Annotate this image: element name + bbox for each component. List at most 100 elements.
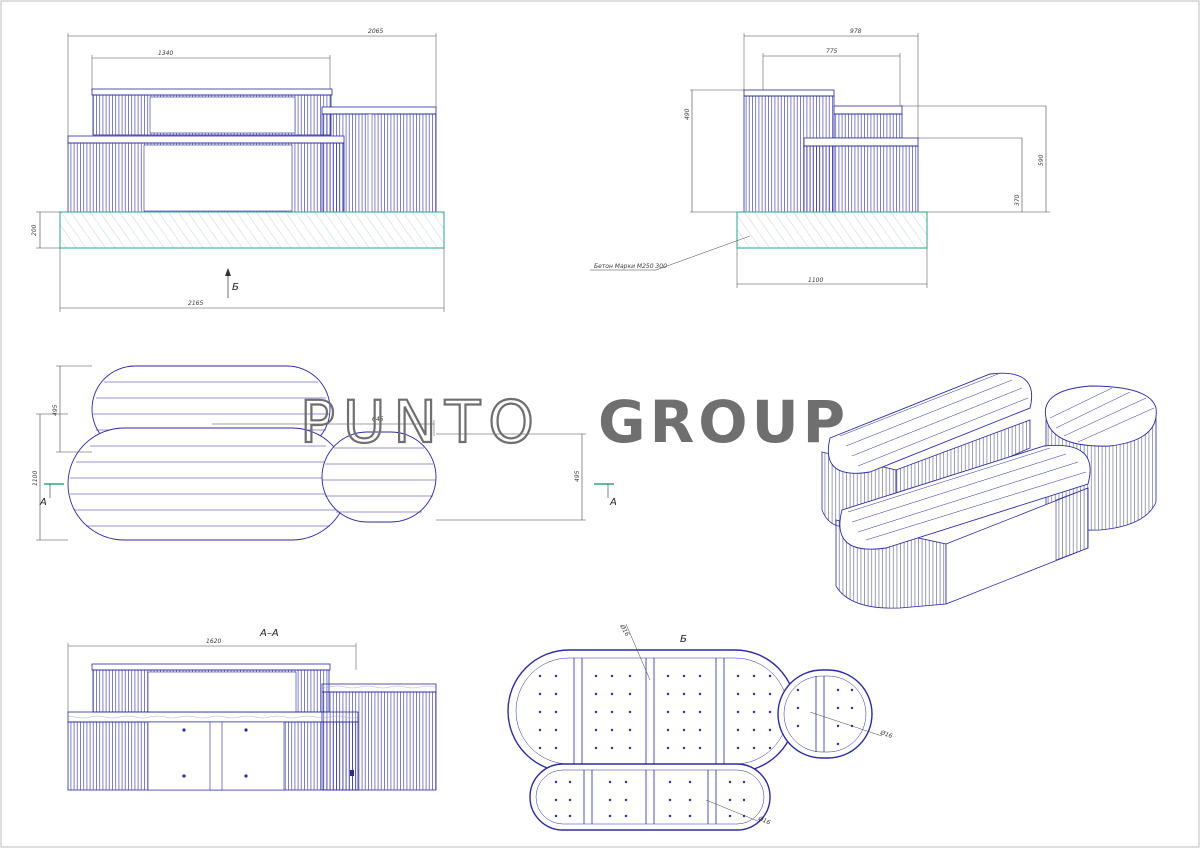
bolt-hole	[698, 710, 702, 714]
side-dim-total: 978	[850, 28, 862, 35]
bottom-leader-3: Ø16	[756, 815, 771, 827]
bolt-hole	[736, 728, 740, 732]
section-marker-left: A	[39, 497, 47, 508]
section-title: A–A	[259, 628, 279, 639]
bolt-hole	[554, 710, 558, 714]
bolt-hole	[610, 728, 614, 732]
bolt-hole	[742, 798, 746, 802]
side-dim-h-left: 490	[684, 108, 691, 120]
bolt-hole	[752, 710, 756, 714]
concrete-note: Бетон Марки М250 300	[594, 263, 667, 270]
bolt-hole	[610, 674, 614, 678]
side-dim-h-right: 590	[1038, 154, 1045, 166]
bolt-hole	[850, 706, 854, 710]
bolt-hole	[768, 728, 772, 732]
bolt-hole	[608, 780, 612, 784]
bolt-hole	[728, 780, 732, 784]
bolt-hole	[682, 692, 686, 696]
bolt-hole	[688, 814, 692, 818]
bolt-hole	[666, 710, 670, 714]
watermark-light: PUNTO	[300, 388, 542, 456]
bottom-view: Б Ø16	[507, 623, 893, 831]
bolt-hole	[836, 724, 840, 728]
bolt-hole	[682, 728, 686, 732]
bolt-hole	[568, 780, 572, 784]
bolt-hole	[554, 798, 558, 802]
bolt-hole	[628, 674, 632, 678]
bolt-hole	[850, 688, 854, 692]
watermark: PUNTO GROUP	[299, 387, 849, 457]
bolt-hole	[624, 780, 628, 784]
bolt-hole	[538, 728, 542, 732]
front-view: 2065 1340 200 2165 Б	[31, 28, 445, 312]
bolt-hole	[624, 798, 628, 802]
bolt-hole	[554, 728, 558, 732]
bolt-hole	[554, 814, 558, 818]
bolt-hole	[568, 798, 572, 802]
section-dim-top: 1620	[206, 638, 221, 645]
bolt-hole	[752, 692, 756, 696]
bolt-hole	[668, 780, 672, 784]
bolt-hole	[666, 692, 670, 696]
watermark-bold: GROUP	[598, 388, 849, 456]
bolt-hole	[688, 780, 692, 784]
bolt-hole	[736, 746, 740, 750]
bolt-hole	[742, 780, 746, 784]
bolt-hole	[728, 814, 732, 818]
front-dim-top: 1340	[158, 50, 173, 57]
section-marker-right: A	[609, 497, 617, 508]
side-dim-h-low: 370	[1014, 194, 1021, 206]
plan-dim-right: 495	[574, 470, 581, 482]
bolt-hole	[554, 674, 558, 678]
bolt-hole	[594, 746, 598, 750]
bolt-hole	[836, 742, 840, 746]
front-dim-height: 200	[31, 224, 38, 236]
side-view: 978 775 590 370 490 1100	[590, 28, 1050, 288]
bottom-leader-1: Ø16	[618, 623, 631, 638]
bolt-hole	[610, 746, 614, 750]
bolt-hole	[836, 706, 840, 710]
bolt-hole	[666, 728, 670, 732]
plan-dim-width: 1100	[32, 471, 39, 486]
bolt-hole	[608, 814, 612, 818]
bolt-hole	[736, 692, 740, 696]
bolt-hole	[796, 724, 800, 728]
bolt-hole	[768, 710, 772, 714]
bolt-hole	[628, 746, 632, 750]
bolt-hole	[628, 692, 632, 696]
bolt-hole	[594, 692, 598, 696]
bolt-hole	[668, 798, 672, 802]
bolt-hole	[594, 674, 598, 678]
bolt-hole	[796, 706, 800, 710]
bolt-hole	[538, 674, 542, 678]
bolt-hole	[628, 728, 632, 732]
bolt-hole	[668, 814, 672, 818]
bolt-hole	[568, 814, 572, 818]
bolt-hole	[554, 780, 558, 784]
bolt-hole	[768, 674, 772, 678]
bolt-hole	[538, 692, 542, 696]
bolt-hole	[554, 692, 558, 696]
bolt-hole	[610, 692, 614, 696]
bolt-hole	[736, 710, 740, 714]
concrete-slab	[59, 211, 445, 249]
bolt-hole	[752, 746, 756, 750]
bolt-hole	[682, 746, 686, 750]
bolt-hole	[698, 692, 702, 696]
isometric-view	[821, 372, 1157, 609]
bolt-hole	[728, 798, 732, 802]
bolt-hole	[682, 674, 686, 678]
bolt-hole	[538, 710, 542, 714]
bolt-hole	[608, 798, 612, 802]
bolt-hole	[594, 710, 598, 714]
bolt-hole	[688, 798, 692, 802]
bolt-hole	[768, 692, 772, 696]
section-view: A–A 1620	[67, 628, 437, 791]
side-dim-top: 775	[826, 48, 838, 55]
bolt-hole	[836, 688, 840, 692]
bolt-hole	[796, 688, 800, 692]
bottom-leader-2: Ø16	[878, 729, 893, 740]
bolt-hole	[594, 728, 598, 732]
front-dim-base: 2165	[188, 300, 203, 307]
